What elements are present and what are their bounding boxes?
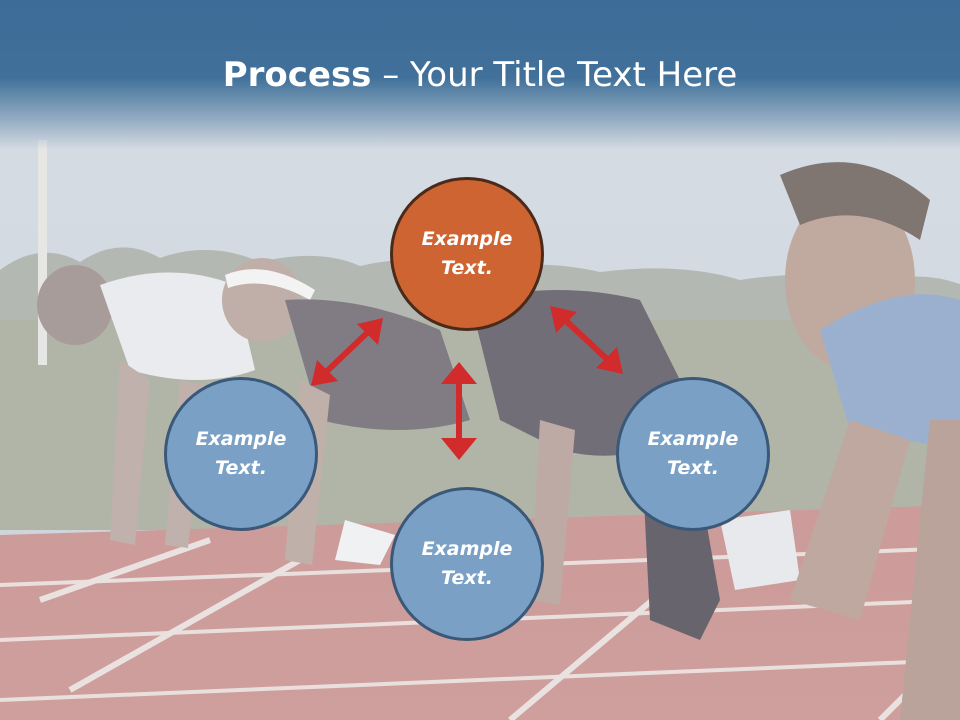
process-node-right: Example Text. <box>616 377 770 531</box>
process-node-top: Example Text. <box>390 177 544 331</box>
slide-title: Process – Your Title Text Here <box>0 54 960 96</box>
node-bottom-label: Example Text. <box>421 538 513 589</box>
title-bar <box>0 0 960 150</box>
title-rest: – Your Title Text Here <box>371 55 738 95</box>
arrow-top-left <box>311 318 383 386</box>
process-node-bottom: Example Text. <box>390 487 544 641</box>
arrow-vertical <box>441 362 477 460</box>
node-top-label: Example Text. <box>421 228 513 279</box>
node-right-label: Example Text. <box>647 428 739 479</box>
title-bold: Process <box>222 55 372 95</box>
node-left-label: Example Text. <box>195 428 287 479</box>
process-node-left: Example Text. <box>164 377 318 531</box>
arrow-top-right <box>550 306 623 374</box>
